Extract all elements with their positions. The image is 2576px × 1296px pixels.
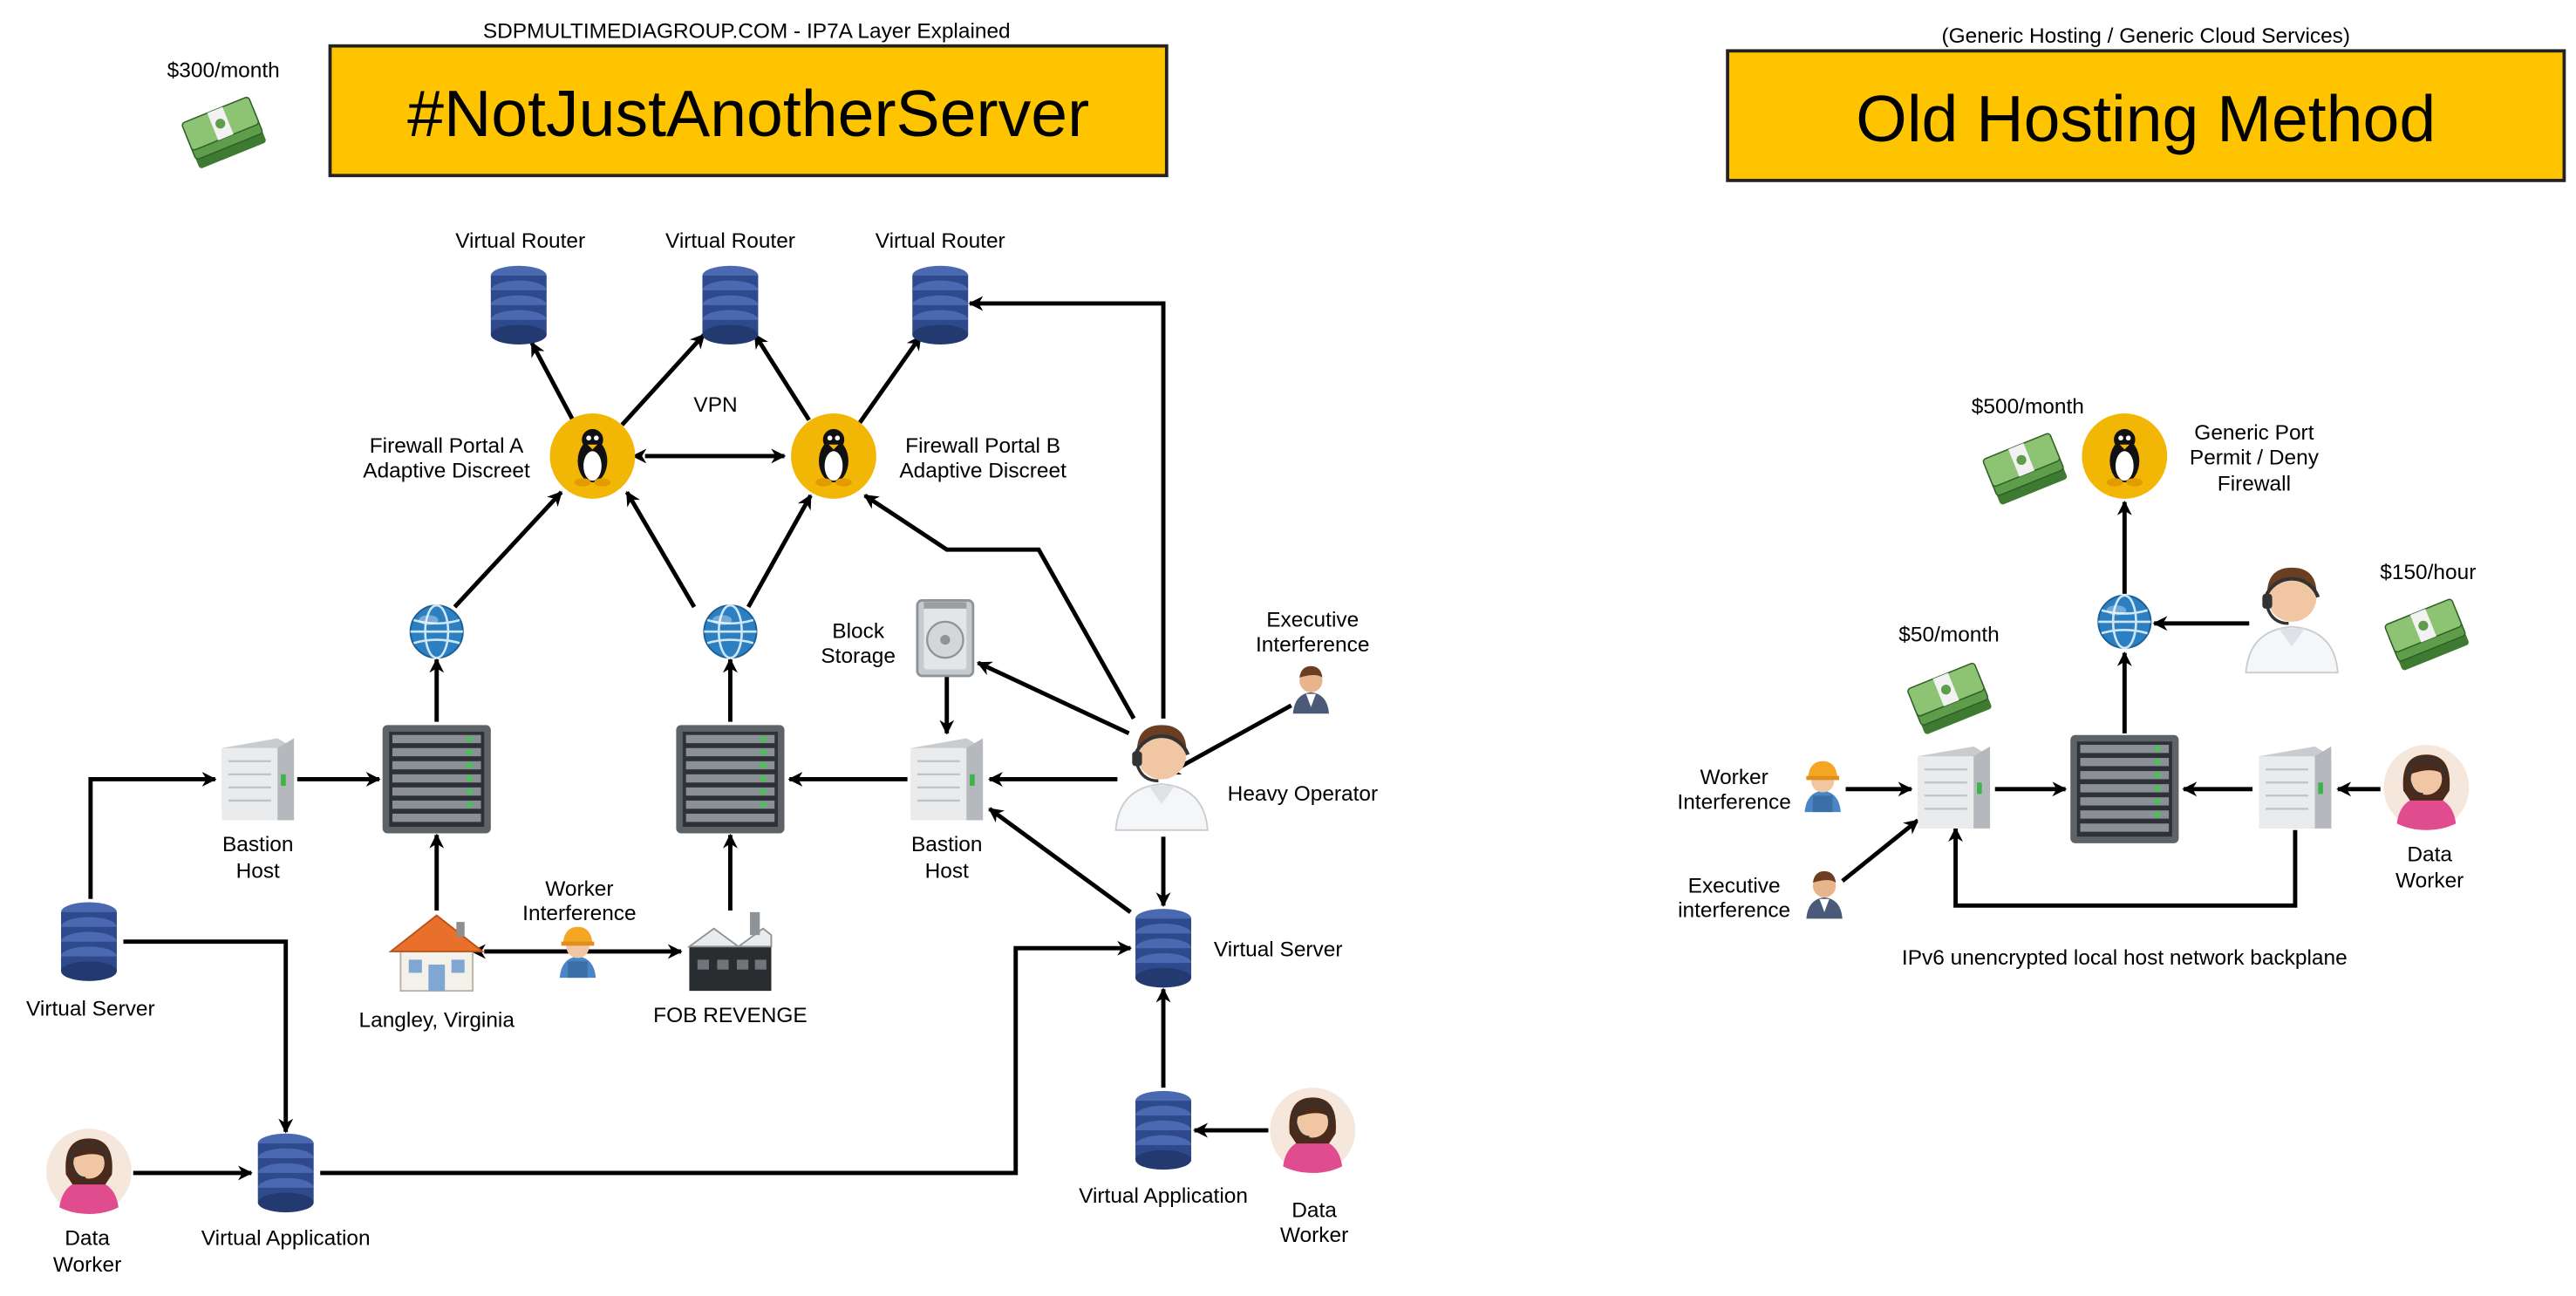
backplane-label: IPv6 unencrypted local host network back… [1902,946,2348,970]
left-panel: SDPMULTIMEDIAGROUP.COM - IP7A Layer Expl… [26,19,1378,1277]
left-caption: SDPMULTIMEDIAGROUP.COM - IP7A Layer Expl… [483,19,1011,43]
right-banner [1726,49,2566,182]
virtual-router-label: Virtual Router [455,229,585,253]
executive-label: Interference [1256,633,1369,657]
person-icon [1806,870,1843,919]
left-banner [328,44,1169,178]
connectors-right [1841,500,2381,908]
data-worker-label: Worker [1280,1224,1348,1247]
hard-disk-icon [916,599,975,678]
price-150: $150/hour [2380,561,2476,584]
factory-icon [688,911,773,992]
linux-penguin-icon [791,413,876,499]
bastion-host-label: Host [236,859,280,883]
firewall-a-sublabel: Adaptive Discreet [363,459,530,482]
worker-interference-label: Interference [1677,790,1790,814]
data-worker-label: Data [2407,843,2452,867]
money-stack-icon [2383,597,2471,672]
data-worker-label: Worker [53,1253,121,1277]
globe-icon [703,604,758,659]
virtual-application-icon [1135,1090,1192,1170]
money-stack-icon [1981,432,2069,507]
bastion-host-label: Host [925,859,969,883]
price-50: $50/month [1898,623,1999,646]
linux-penguin-icon [549,413,636,499]
block-storage-label: Block [832,620,885,644]
rack-server-icon [382,725,491,834]
right-caption: (Generic Hosting / Generic Cloud Service… [1941,24,2350,48]
money-stack-icon [181,95,268,170]
virtual-router-icon [702,265,759,345]
tower-server-icon [2258,745,2333,830]
vpn-label: VPN [693,393,737,417]
firewall-b-label: Firewall Portal B [905,434,1060,458]
house-icon [390,914,484,992]
virtual-router-label: Virtual Router [665,229,795,253]
generic-firewall-label: Permit / Deny [2190,446,2320,469]
virtual-application-label: Virtual Application [1079,1184,1248,1208]
virtual-application-label: Virtual Application [201,1227,371,1251]
data-worker-icon [1268,1086,1357,1175]
bastion-host-label: Bastion [222,833,294,856]
executive-interference-label: Executive [1688,874,1781,897]
virtual-server-label: Virtual Server [26,997,155,1020]
block-storage-label: Storage [821,645,896,668]
virtual-application-icon [257,1133,314,1213]
virtual-router-icon [490,265,547,345]
heavy-operator-label: Heavy Operator [1228,782,1379,806]
headset-operator-icon [2246,568,2338,672]
hardhat-worker-icon [1804,761,1841,813]
worker-interference-label: Interference [522,902,636,925]
tower-server-icon [221,737,296,822]
bastion-host-label: Bastion [911,833,983,856]
data-worker-label: Data [1291,1199,1337,1223]
data-worker-icon [44,1127,133,1216]
worker-interference-label: Worker [545,877,613,901]
data-worker-label: Worker [2395,870,2464,893]
price-500: $500/month [1972,395,2084,419]
headset-operator-icon [1115,725,1207,829]
worker-interference-label: Worker [1700,766,1768,789]
firewall-b-sublabel: Adaptive Discreet [899,459,1067,482]
money-stack-icon [1905,661,1993,736]
rack-server-icon [676,725,785,834]
firewall-a-label: Firewall Portal A [370,434,524,458]
globe-icon [2096,594,2152,650]
virtual-router-icon [912,265,969,345]
fob-label: FOB REVENGE [653,1004,808,1027]
executive-label: Executive [1266,609,1359,632]
tower-server-icon [910,737,985,822]
executive-interference-label: interference [1678,898,1790,922]
virtual-server-icon [1135,909,1192,988]
data-worker-label: Data [65,1227,110,1251]
langley-label: Langley, Virginia [359,1009,515,1033]
right-banner-title: Old Hosting Method [1856,82,2436,155]
generic-firewall-label: Firewall [2218,472,2291,495]
person-icon [1292,665,1330,714]
virtual-router-label: Virtual Router [876,229,1005,253]
left-banner-title: #NotJustAnotherServer [407,77,1089,150]
tower-server-icon [1917,745,1992,830]
globe-icon [409,604,465,659]
right-panel: (Generic Hosting / Generic Cloud Service… [1677,24,2566,970]
rack-server-icon [2070,734,2179,843]
linux-penguin-icon [2082,413,2168,499]
data-worker-icon [2382,743,2470,832]
virtual-server-icon [61,902,117,981]
generic-firewall-label: Generic Port [2194,421,2314,445]
price-300: $300/month [167,58,280,82]
virtual-server-label: Virtual Server [1214,938,1343,962]
